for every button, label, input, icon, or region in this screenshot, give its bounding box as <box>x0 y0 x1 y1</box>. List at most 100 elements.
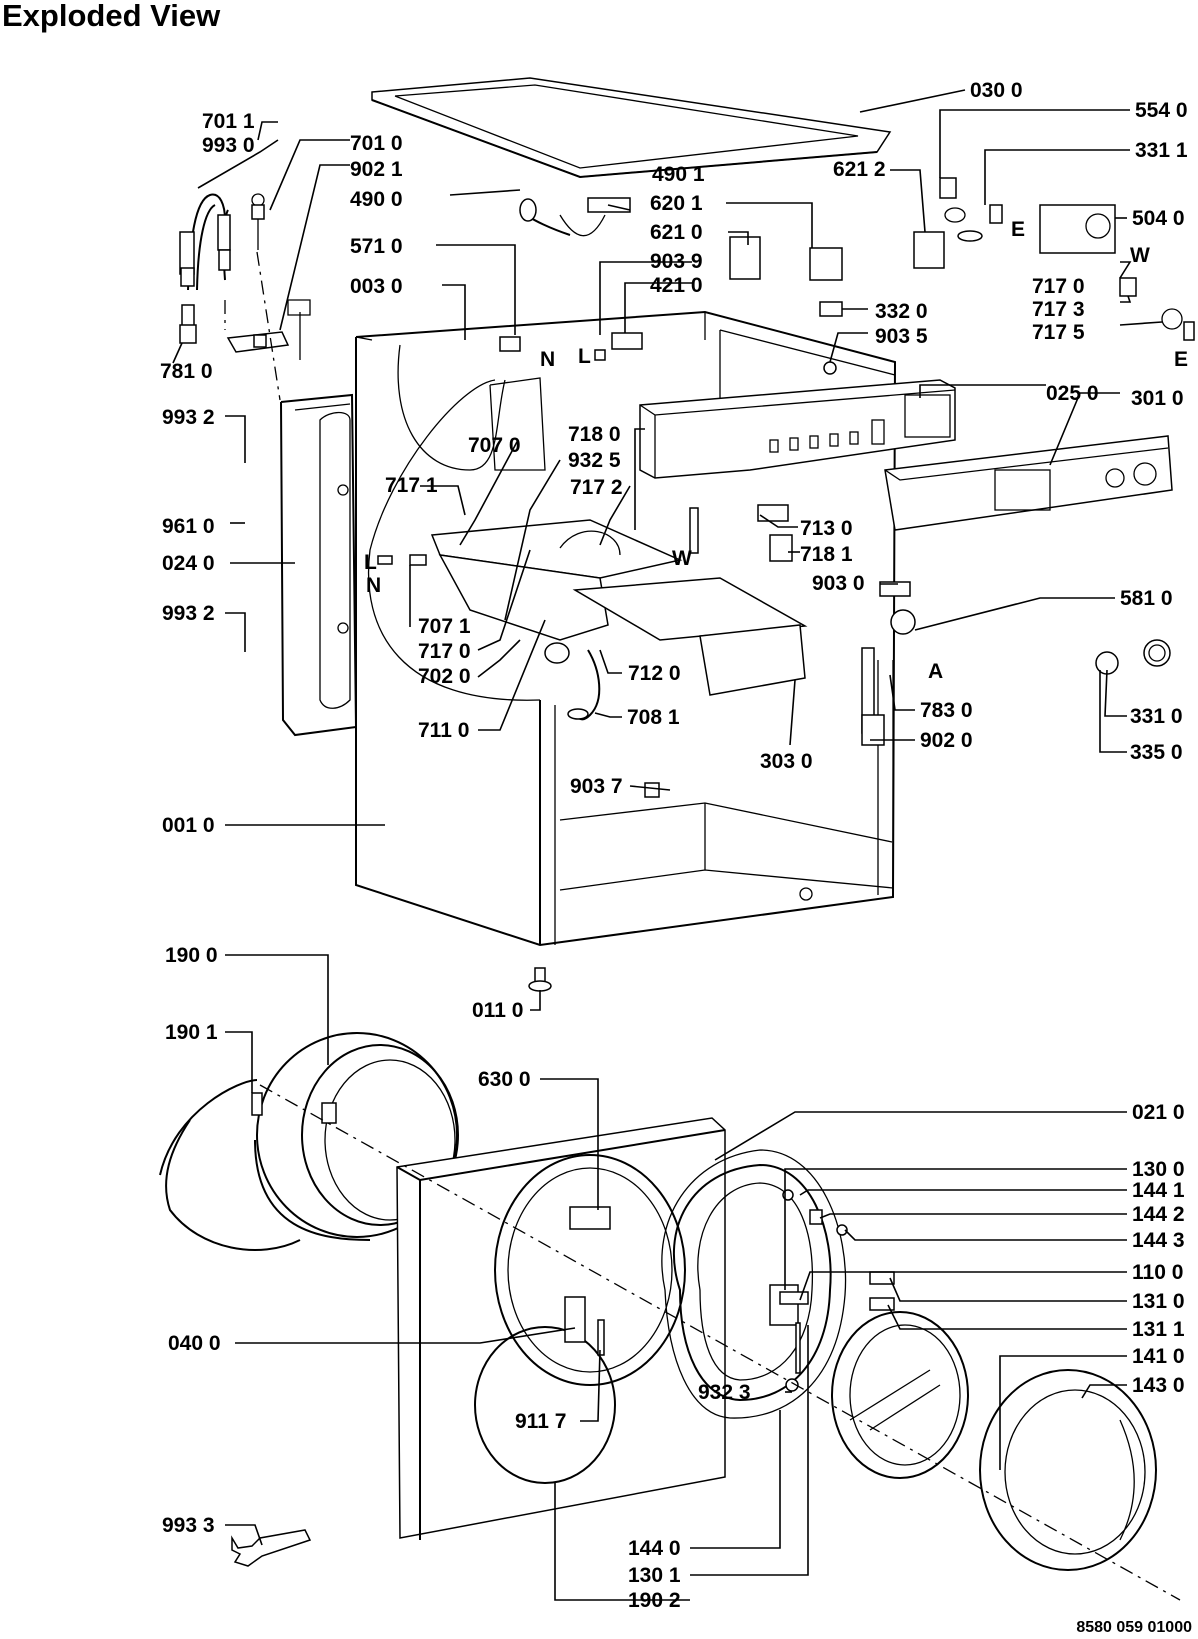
drawing-code: 8580 059 01000 <box>1076 1619 1192 1636</box>
callout-331-0: 331 0 <box>1130 705 1183 728</box>
callout-961-0: 961 0 <box>162 515 215 538</box>
callout-011-0: 011 0 <box>472 999 523 1022</box>
callout-701-1: 701 1 <box>202 110 255 133</box>
callout-110-0: 110 0 <box>1132 1261 1183 1284</box>
terminal-letter-n-top: N <box>540 348 555 371</box>
interference-filter <box>499 332 643 361</box>
callout-490-1: 490 1 <box>652 163 705 186</box>
callout-717-0-dispenser: 717 0 <box>418 640 471 663</box>
callout-144-1: 144 1 <box>1132 1179 1185 1202</box>
control-bracket <box>639 379 956 479</box>
front-panel <box>396 1117 726 1540</box>
callout-717-3: 717 3 <box>1032 298 1085 321</box>
callout-781-0: 781 0 <box>160 360 213 383</box>
cabinet-body <box>355 310 897 947</box>
spanner-tool <box>231 1529 312 1567</box>
callout-902-0: 902 0 <box>920 729 973 752</box>
callout-190-2: 190 2 <box>628 1589 681 1612</box>
terminal-letter-w-dispenser: W <box>672 547 692 570</box>
callout-932-5: 932 5 <box>568 449 621 472</box>
callout-717-2: 717 2 <box>570 476 623 499</box>
callout-504-0: 504 0 <box>1132 207 1185 230</box>
callout-993-3: 993 3 <box>162 1514 215 1537</box>
callout-713-0: 713 0 <box>800 517 853 540</box>
callout-labels: 030 0 554 0 331 1 621 2 504 0 701 1 993 … <box>160 79 1188 1612</box>
adjustable-foot <box>528 967 552 992</box>
terminal-letter-l-top: L <box>578 345 591 368</box>
pressure-switch-parts <box>644 504 1171 798</box>
top-lid <box>371 77 892 179</box>
callout-040-0: 040 0 <box>168 1332 221 1355</box>
callout-030-0: 030 0 <box>970 79 1023 102</box>
callout-130-0: 130 0 <box>1132 1158 1185 1181</box>
callout-144-3: 144 3 <box>1132 1229 1185 1252</box>
leader-lines <box>172 89 1163 1601</box>
parts-drawing <box>159 77 1195 1601</box>
callout-331-1: 331 1 <box>1135 139 1188 162</box>
callout-932-3: 932 3 <box>698 1381 751 1404</box>
callout-131-1: 131 1 <box>1132 1318 1185 1341</box>
terminal-letter-w-top: W <box>1130 244 1150 267</box>
callout-707-0: 707 0 <box>468 434 521 457</box>
callout-717-1: 717 1 <box>385 474 438 497</box>
callout-131-0: 131 0 <box>1132 1290 1185 1313</box>
callout-332-0: 332 0 <box>875 300 928 323</box>
terminal-letter-a: A <box>928 660 943 683</box>
page-title: Exploded View <box>2 0 221 33</box>
callout-902-1: 902 1 <box>350 158 403 181</box>
callout-144-0: 144 0 <box>628 1537 681 1560</box>
callout-717-5: 717 5 <box>1032 321 1085 344</box>
callout-707-1: 707 1 <box>418 615 471 638</box>
callout-718-1: 718 1 <box>800 543 853 566</box>
terminal-letter-e-top: E <box>1011 218 1025 241</box>
callout-024-0: 024 0 <box>162 552 215 575</box>
callout-301-0: 301 0 <box>1131 387 1184 410</box>
valve-bracket <box>226 193 311 360</box>
callout-712-0: 712 0 <box>628 662 681 685</box>
callout-130-1: 130 1 <box>628 1564 681 1587</box>
terminal-letter-e-right: E <box>1174 348 1188 371</box>
door-glass <box>831 1311 969 1479</box>
callout-143-0: 143 0 <box>1132 1374 1185 1397</box>
callout-903-9: 903 9 <box>650 250 703 273</box>
callout-903-5: 903 5 <box>875 325 928 348</box>
terminal-letter-n-left: N <box>366 574 381 597</box>
callout-620-1: 620 1 <box>650 192 703 215</box>
callout-335-0: 335 0 <box>1130 741 1183 764</box>
relay-parts <box>729 177 1195 375</box>
callout-911-7: 911 7 <box>515 1410 566 1433</box>
outer-door-ring <box>979 1369 1157 1571</box>
callout-708-1: 708 1 <box>627 706 680 729</box>
callout-621-0: 621 0 <box>650 221 703 244</box>
callout-621-2: 621 2 <box>833 158 886 181</box>
callout-630-0: 630 0 <box>478 1068 531 1091</box>
callout-717-0: 717 0 <box>1032 275 1085 298</box>
inlet-hoses <box>179 193 231 344</box>
callout-571-0: 571 0 <box>350 235 403 258</box>
callout-903-0: 903 0 <box>812 572 865 595</box>
callout-490-0: 490 0 <box>350 188 403 211</box>
side-panel <box>280 393 358 737</box>
callout-190-1: 190 1 <box>165 1021 218 1044</box>
callout-421-0: 421 0 <box>650 274 703 297</box>
callout-581-0: 581 0 <box>1120 587 1173 610</box>
callout-783-0: 783 0 <box>920 699 973 722</box>
terminal-letter-l-left: L <box>364 551 377 574</box>
callout-903-7: 903 7 <box>570 775 623 798</box>
callout-701-0: 701 0 <box>350 132 403 155</box>
callout-025-0: 025 0 <box>1046 382 1099 405</box>
callout-702-0: 702 0 <box>418 665 471 688</box>
connection-letters: N L E W E L N W A <box>364 218 1188 683</box>
door-seal <box>159 1032 459 1251</box>
control-fascia <box>884 435 1173 531</box>
callout-554-0: 554 0 <box>1135 99 1188 122</box>
callout-303-0: 303 0 <box>760 750 813 773</box>
callout-711-0: 711 0 <box>418 719 469 742</box>
detergent-dispenser <box>377 519 808 721</box>
callout-021-0: 021 0 <box>1132 1101 1185 1124</box>
power-cable <box>519 197 631 237</box>
callout-190-0: 190 0 <box>165 944 218 967</box>
callout-993-2-lower: 993 2 <box>162 602 215 625</box>
callout-993-0: 993 0 <box>202 134 255 157</box>
